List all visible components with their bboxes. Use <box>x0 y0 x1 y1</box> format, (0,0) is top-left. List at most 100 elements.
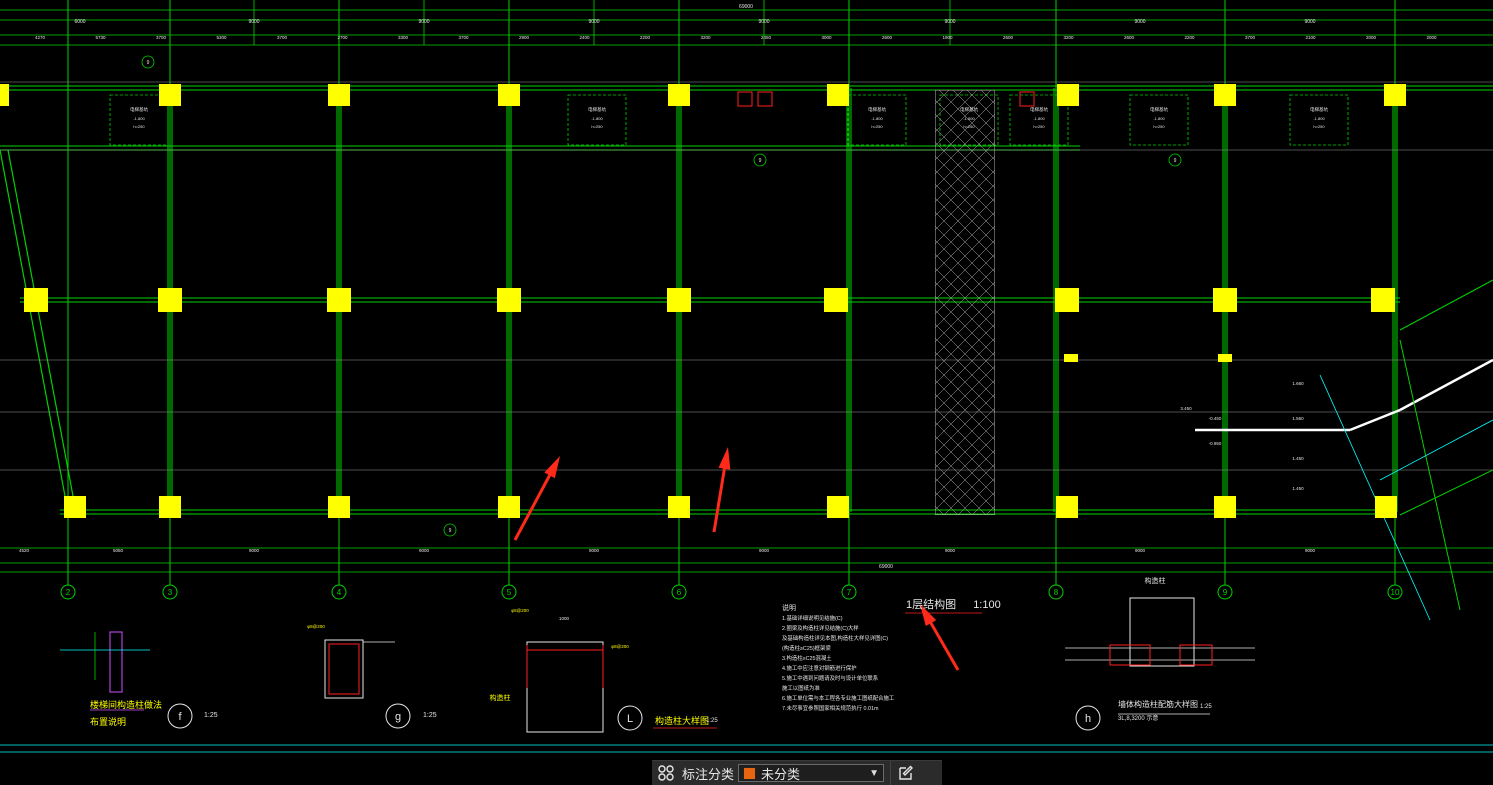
category-label: 标注分类 <box>682 766 735 782</box>
slanted-edge <box>7 149 77 513</box>
detail-dimension: 2900 <box>519 35 530 40</box>
notes-line: 2.圈梁及构造柱详见结施(C)大样 <box>782 626 859 632</box>
pit-thickness: h=250 <box>1033 124 1045 129</box>
pit-thickness: h=250 <box>871 124 883 129</box>
category-dropdown[interactable]: 未分类 ▼ <box>738 764 885 782</box>
section-marker-label: 9 <box>147 60 150 66</box>
hatch-line <box>935 281 995 343</box>
chevron-down-icon[interactable]: ▼ <box>869 767 880 779</box>
notes-line: 1.基础详细说明见结施(C) <box>782 616 843 622</box>
pit-elevation: -1.800 <box>1313 116 1325 121</box>
section-marker-label: 9 <box>759 158 762 164</box>
bay-dimension: 9000 <box>1135 548 1146 553</box>
structural-column <box>667 288 691 312</box>
section-marker <box>1168 153 1182 167</box>
overall-dimension: 69000 <box>739 4 753 10</box>
structural-column <box>1213 288 1237 312</box>
notes-line: 施工以图纸为准 <box>782 686 820 692</box>
bay-dimension: 9000 <box>944 19 955 25</box>
hatch-line <box>935 253 995 315</box>
hatch-line <box>935 351 995 413</box>
detail-dimension: 3700 <box>277 35 288 40</box>
structural-column <box>1056 496 1078 518</box>
structural-column <box>824 288 848 312</box>
hatch-line <box>935 435 995 497</box>
notes-line: 3.构造柱≥C25混凝土 <box>782 656 832 662</box>
hatch-line <box>935 211 995 273</box>
rebar-mark <box>737 91 753 107</box>
detail-dimension: 2450 <box>761 35 772 40</box>
bay-dimension: 9000 <box>419 548 430 553</box>
rebar-mark <box>1019 91 1035 107</box>
bay-dimension: 9000 <box>249 548 260 553</box>
hatch-line <box>935 393 995 455</box>
structural-column <box>158 288 182 312</box>
pit-elevation: -1.800 <box>963 116 975 121</box>
cyan-line <box>1379 419 1493 481</box>
detail-dimension: 3200 <box>700 35 711 40</box>
structural-column <box>0 84 9 106</box>
detail-dimension: 2100 <box>1305 35 1316 40</box>
axis-bubble <box>1048 584 1064 600</box>
detail-bubble-label: g <box>395 711 401 723</box>
structural-column <box>159 496 181 518</box>
detail-f-subtitle-text: 布置说明 <box>90 717 127 727</box>
structural-column <box>1057 84 1079 106</box>
detail-callout: 构造柱 <box>490 693 511 702</box>
elevation-label: 1.450 <box>1292 486 1304 491</box>
structural-column <box>497 288 521 312</box>
hatch-line <box>935 90 978 133</box>
hatch-line <box>935 379 995 441</box>
notes-line: (构造柱≥C25)框架梁 <box>782 646 831 652</box>
structural-column <box>327 288 351 312</box>
grid-layout-icon[interactable] <box>652 761 680 785</box>
notes-line: 7.未尽事宜参照国家相关规范执行 0.01m <box>782 706 879 712</box>
detail-g-column <box>324 639 364 699</box>
hatch-line <box>935 295 995 357</box>
slanted-edge <box>0 149 69 513</box>
detail-h-title: 墙体构造柱配筋大样图 3L,8,3200 示意 <box>1118 699 1198 722</box>
elevator-pit <box>567 94 627 146</box>
detail-bubble-label: L <box>627 713 633 725</box>
structural-column <box>827 84 849 106</box>
elevation-label: -0.450 <box>1209 416 1222 421</box>
axis-label: 4 <box>337 588 342 597</box>
detail-L-title: 构造柱大样图 <box>655 716 710 726</box>
structural-column <box>159 84 181 106</box>
pit-label: 电梯基坑 <box>1150 106 1168 113</box>
hatch-line <box>935 239 995 301</box>
detail-dimension: 2000 <box>1366 35 1377 40</box>
notes-block: 说明 1.基础详细说明见结施(C) 2.圈梁及构造柱详见结施(C)大样 及基础构… <box>782 604 894 714</box>
pit-label: 电梯基坑 <box>1310 106 1328 113</box>
elevator-pit <box>939 94 999 146</box>
elevation-label: -0.950 <box>1209 441 1222 446</box>
structural-column <box>498 84 520 106</box>
edit-icon[interactable] <box>890 761 921 785</box>
elevator-pit <box>1289 94 1349 146</box>
annotation-category-bar: 标注分类 未分类 ▼ <box>652 760 942 785</box>
section-marker-label: 9 <box>449 528 452 534</box>
pit-elevation: -1.800 <box>1153 116 1165 121</box>
hatch-line <box>935 421 995 483</box>
axis-bubble <box>162 584 178 600</box>
detail-dimension: 1900 <box>942 35 953 40</box>
elevator-pit <box>847 94 907 146</box>
structural-column <box>64 496 86 518</box>
detail-dimension: 2400 <box>579 35 590 40</box>
detail-g-scale: 1:25 <box>423 712 437 719</box>
bay-dimension: 9000 <box>588 19 599 25</box>
notes-line: 6.施工单位需与本工程各专业施工图纸配合施工 <box>782 696 895 702</box>
hatch-line <box>935 267 995 329</box>
elevation-label: 1.560 <box>1292 416 1304 421</box>
ramp-edge <box>1399 469 1493 516</box>
pit-elevation: -1.800 <box>133 116 145 121</box>
detail-L-scale: 1:25 <box>706 718 718 724</box>
hatch-line <box>971 491 995 515</box>
axis-label: 2 <box>66 588 71 597</box>
hatch-line <box>980 90 995 105</box>
detail-dimension: 4270 <box>35 35 46 40</box>
detail-dimension: 2600 <box>1003 35 1014 40</box>
hatch-line <box>935 99 995 161</box>
detail-f-scale: 1:25 <box>204 712 218 719</box>
